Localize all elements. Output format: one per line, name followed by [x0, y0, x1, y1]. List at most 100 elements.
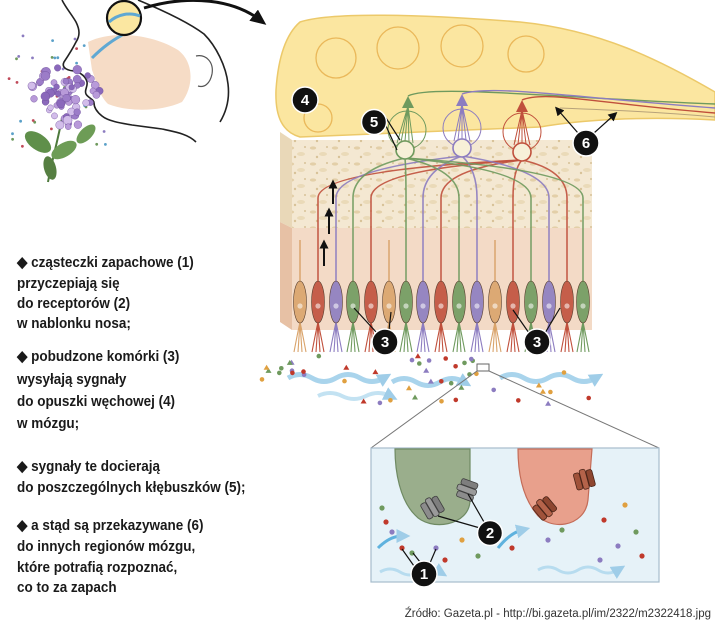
odor-molecule [290, 370, 295, 376]
lilac-floret [55, 90, 62, 97]
scent-particle [104, 143, 107, 146]
odor-molecules [259, 353, 591, 406]
inset-odor-molecule [399, 545, 405, 551]
odor-molecule [342, 378, 347, 384]
inset-odor-molecule [639, 553, 645, 559]
cell-nucleus [297, 303, 303, 309]
receptor-inset [370, 447, 660, 583]
receptor-cell [470, 280, 484, 324]
receptor-cells [293, 280, 590, 324]
glomerulus-purple [442, 94, 482, 158]
lilac-floret [27, 81, 36, 90]
axon [404, 157, 584, 282]
lilac-floret [70, 94, 81, 105]
scent-particle [11, 137, 15, 141]
cilia [293, 321, 590, 353]
step-2-line-1: ◆ pobudzone komórki (3) [16, 348, 180, 365]
marker-2-pointer [437, 493, 485, 529]
inset-odor-molecule [475, 553, 481, 559]
odor-molecule [427, 378, 434, 384]
zoom-box [476, 363, 490, 372]
marker-5-label: 5 [370, 114, 378, 131]
inset-odor-molecule [442, 557, 448, 563]
step-2-line-3: do opuszki węchowej (4) [17, 393, 175, 410]
receptor-cell [364, 280, 378, 324]
face-outline [61, 0, 163, 130]
odor-molecule [516, 398, 521, 403]
output-fiber-green [407, 90, 715, 105]
odor-molecule [453, 397, 459, 403]
odor-molecule [448, 380, 454, 386]
step-3-line-2: do poszczególnych kłębuszków (5); [17, 479, 245, 496]
receptor-cell [382, 280, 396, 324]
odor-molecule [360, 398, 367, 404]
odor-molecule [417, 361, 422, 366]
scent-particle [19, 119, 22, 123]
inset-odor-molecules [379, 502, 645, 563]
lilac-floret [68, 84, 75, 91]
lilac-floret [73, 120, 83, 129]
lilac-floret [51, 112, 58, 120]
lilac-floret [92, 91, 101, 99]
odor-molecule [372, 369, 379, 375]
odor-molecule [377, 400, 383, 406]
odor-molecule [458, 384, 465, 390]
inset-odor-molecule [383, 519, 389, 525]
scent-particle [82, 44, 86, 47]
receptor-protein-brown [573, 468, 596, 491]
inset-flow-arrow [496, 524, 531, 549]
lilac-floret [64, 123, 72, 130]
cell-nucleus [528, 303, 534, 309]
marker-3-pointer [512, 307, 561, 334]
cell-nucleus [386, 303, 392, 309]
scent-particle [11, 132, 14, 136]
output-fiber-purple [461, 89, 715, 109]
odor-molecule [343, 364, 350, 370]
inset-odor-molecule [601, 517, 607, 523]
inset-odor-molecule [459, 537, 465, 543]
marker-2: 2 [437, 493, 504, 547]
step-4-line-1: ◆ a stąd są przekazywane (6) [16, 517, 204, 534]
cell-nucleus [420, 303, 426, 309]
nerve-fibers [299, 155, 584, 282]
step-2-line-2: wysyłają sygnały [16, 371, 126, 388]
olfactory-bulb [275, 14, 715, 138]
receptor-cell [452, 280, 466, 324]
bone-layer [280, 132, 592, 228]
lilac-leaf [43, 156, 57, 180]
marker-4: 4 [291, 86, 319, 114]
receptor-cell [488, 280, 502, 324]
lilac-flower [24, 64, 104, 183]
lilac-floret [62, 78, 70, 85]
axon [461, 155, 550, 282]
lilac-leaf [24, 131, 52, 153]
inset-odor-molecule [622, 502, 628, 508]
neck-outline [161, 128, 197, 143]
odor-molecule [263, 364, 270, 370]
marker-2-label: 2 [486, 525, 494, 542]
axon [521, 159, 568, 282]
step-2-line-4: w mózgu; [16, 415, 79, 432]
receptor-protein-gray [420, 495, 445, 520]
odor-molecule [586, 395, 591, 401]
receptor-cell [506, 280, 520, 324]
cell-nucleus [510, 303, 516, 309]
receptor-cell [524, 280, 538, 324]
lilac-floret [40, 91, 50, 101]
cilium [566, 321, 574, 353]
step-4-line-2: do innych regionów mózgu, [17, 538, 195, 555]
step-4: ◆ a stąd są przekazywane (6) do innych r… [16, 517, 204, 596]
inset-odor-molecule [509, 545, 515, 551]
marker-3-left: 3 [353, 307, 399, 356]
airflow-arrow [390, 373, 472, 388]
lilac-floret [72, 65, 82, 75]
marker-5-pointer [385, 117, 401, 151]
bone-front [292, 140, 592, 228]
cell-nucleus [474, 303, 480, 309]
scent-particle [31, 56, 34, 60]
airflow-arrow [317, 387, 398, 401]
cell-nucleus [492, 303, 498, 309]
marker-5: 5 [360, 108, 401, 151]
zoom-line-left [370, 370, 478, 449]
